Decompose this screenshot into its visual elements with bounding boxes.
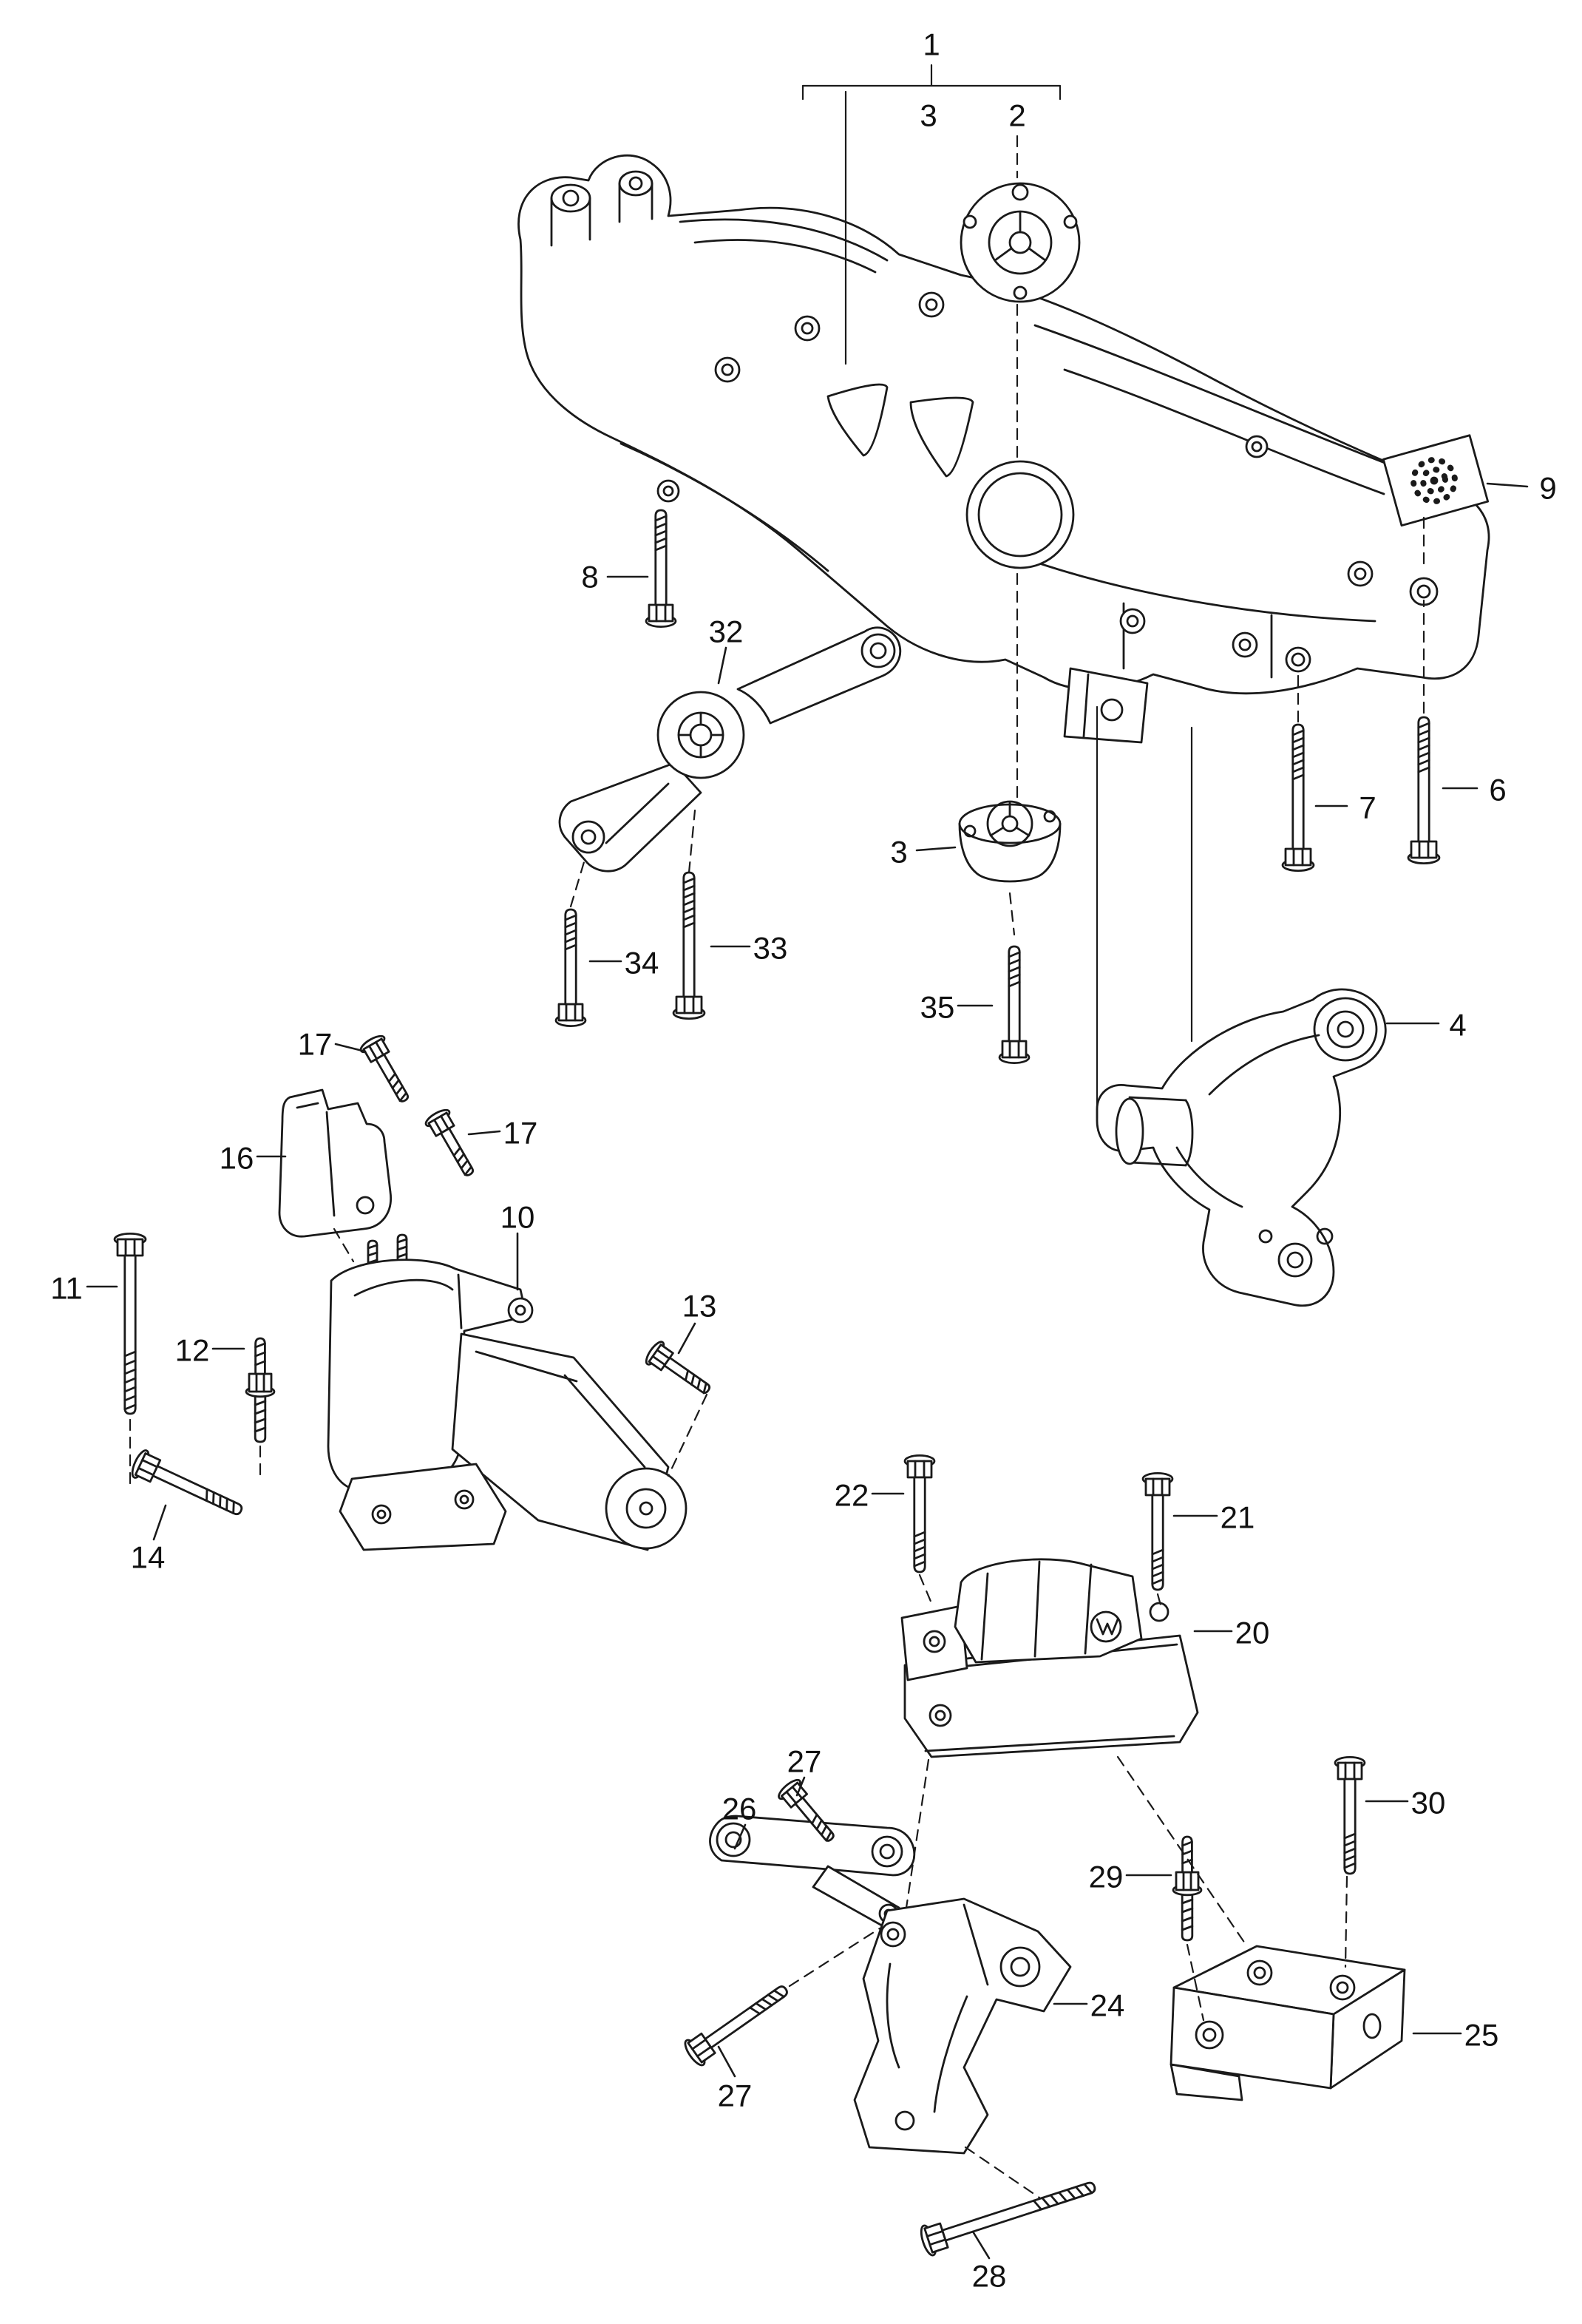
callout-leader-13 [677,1322,696,1355]
callout-leader-14 [152,1504,167,1541]
callout-3: 3 [920,98,937,133]
callout-leader-3 [915,846,957,852]
bolt-30 [1334,1755,1366,1875]
part-gearbox-support-bracket [1169,1945,1406,2101]
part-engine-mount [327,1233,688,1551]
callout-33: 33 [753,931,788,966]
callout-17: 17 [298,1027,333,1062]
callout-29: 29 [1089,1860,1124,1894]
bolt-7 [1281,723,1315,872]
part-bonded-mount-lower [958,800,1062,883]
callout-22: 22 [835,1478,869,1513]
callout-leader-27 [795,1776,806,1797]
bolt-14 [128,1447,248,1525]
callout-1: 1 [923,27,940,62]
callout-10: 10 [500,1200,535,1235]
callout-32: 32 [709,614,744,649]
part-heat-shield-bracket [278,1088,393,1238]
bolt-8 [645,509,677,628]
callout-25: 25 [1464,2018,1499,2053]
callout-11: 11 [50,1271,83,1306]
callout-24: 24 [1090,1988,1125,2023]
callout-9: 9 [1539,471,1556,506]
callout-27: 27 [718,2079,753,2113]
callout-3: 3 [890,835,907,870]
callout-4: 4 [1449,1008,1466,1043]
callout-27: 27 [787,1744,822,1779]
callout-leader-17 [467,1130,501,1136]
callout-12: 12 [175,1333,210,1368]
part-control-arm [1096,988,1387,1307]
callout-21: 21 [1221,1500,1255,1535]
construction-lines [129,64,1425,2199]
callout-leader-17 [334,1043,367,1053]
callout-35: 35 [920,990,955,1025]
bolt-21 [1141,1472,1174,1591]
bolt-11 [113,1233,147,1415]
part-pendulum-support [558,626,902,873]
part-engine-support-bracket [853,1897,1072,2155]
callout-13: 13 [682,1289,717,1324]
callout-2: 2 [1008,98,1025,133]
callout-leader-26 [733,1823,747,1850]
bolt-34 [554,908,587,1027]
callout-14: 14 [131,1540,166,1575]
stud-12 [245,1337,276,1443]
callout-leader-28 [971,2230,991,2260]
part-shim-plate [1382,434,1490,527]
bolt-13 [642,1338,717,1403]
callout-leader-27 [717,2045,736,2078]
bolt-35 [998,945,1031,1064]
callout-leader-32 [717,646,727,685]
part-bonded-mount-top [960,182,1081,303]
callout-26: 26 [722,1792,757,1826]
callout-17: 17 [503,1116,538,1151]
part-gearbox-mount [900,1558,1199,1758]
bolt-33 [672,871,706,1020]
bolt-6 [1407,716,1441,864]
callout-28: 28 [972,2259,1007,2294]
bolt-28 [917,2170,1101,2258]
callout-30: 30 [1411,1786,1446,1820]
callout-7: 7 [1359,790,1376,825]
callout-34: 34 [625,946,659,980]
callout-6: 6 [1489,773,1506,807]
bolt-22 [903,1454,936,1573]
callout-8: 8 [581,560,598,594]
callout-20: 20 [1235,1616,1270,1650]
bolt-27b [680,1976,795,2070]
bolt-17b [422,1105,483,1182]
part-subframe [517,154,1490,744]
stud-29 [1172,1835,1203,1942]
callout-leader-9 [1486,482,1529,488]
bolt-17a [357,1031,418,1108]
callout-16: 16 [220,1141,254,1176]
